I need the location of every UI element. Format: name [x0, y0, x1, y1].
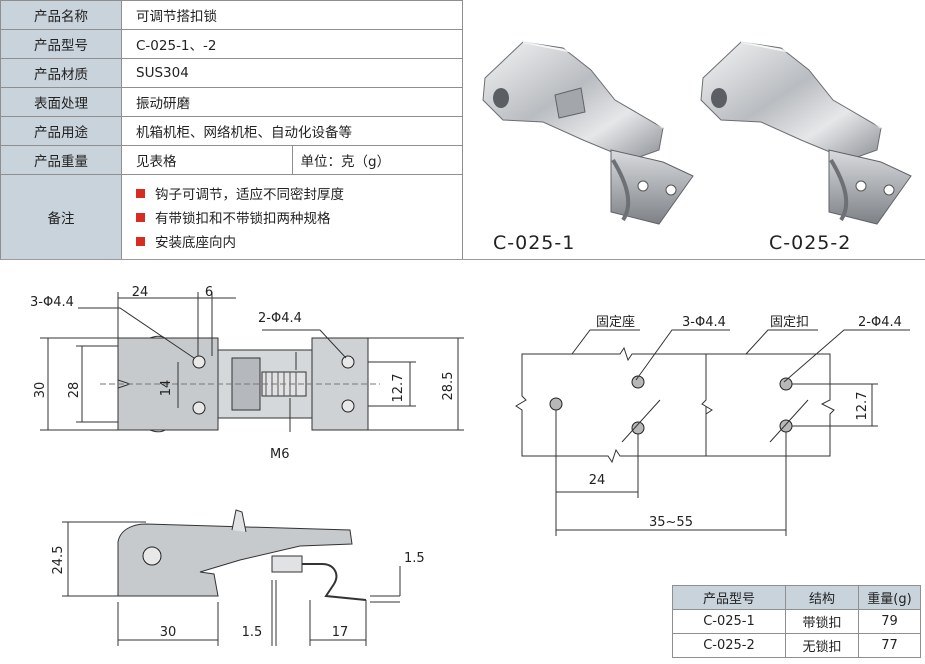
dim-1-5-bottom-label: 1.5	[242, 625, 263, 640]
spec-row: 产品用途 机箱机柜、网络机柜、自动化设备等	[0, 116, 463, 146]
table-cell: C-025-2	[672, 633, 786, 658]
red-square-bullet-icon	[136, 236, 145, 246]
table-cell: C-025-1	[672, 609, 786, 634]
spec-table: 产品名称 可调节搭扣锁 产品型号 C-025-1、-2 产品材质 SUS304 …	[0, 0, 463, 260]
dim-17-label: 17	[332, 625, 349, 640]
hole-callout-left: 3-Φ4.4	[30, 295, 74, 310]
dim-30-side-label: 30	[160, 625, 177, 640]
table-cell: 79	[858, 609, 921, 634]
layout-dim-12-7-label: 12.7	[855, 392, 870, 421]
dim-6-label: 6	[205, 285, 213, 300]
spec-value: 机箱机柜、网络机柜、自动化设备等	[121, 116, 463, 146]
base-label: 固定座	[596, 315, 635, 330]
dim-28-label: 28	[67, 382, 82, 399]
spec-value: 见表格	[121, 145, 293, 175]
spec-key: 产品重量	[0, 145, 122, 175]
note-item: 有带锁扣和不带锁扣两种规格	[136, 205, 462, 229]
header-cell: 重量(g)	[858, 585, 921, 610]
spec-row: 产品名称 可调节搭扣锁	[0, 0, 463, 30]
weight-table: 产品型号 结构 重量(g) C-025-1 带锁扣 79 C-025-2 无锁扣…	[672, 585, 921, 658]
spec-key: 产品材质	[0, 58, 122, 88]
hole-callout-right: 2-Φ4.4	[258, 311, 302, 326]
spec-key: 产品型号	[0, 29, 122, 59]
latch-c025-2-photo	[700, 41, 912, 225]
thread-m6-label: M6	[270, 447, 290, 462]
red-square-bullet-icon	[136, 188, 145, 198]
catch-holes-label: 2-Φ4.4	[858, 315, 902, 330]
technical-drawings: 24 6 3-Φ4.4 2-Φ4.4 30 28 14 12.7 28.5 M6…	[30, 285, 910, 646]
dim-24-label: 24	[132, 285, 149, 300]
note-item: 钩子可调节，适应不同密封厚度	[136, 181, 462, 205]
red-square-bullet-icon	[136, 212, 145, 222]
note-text: 安装底座向内	[155, 235, 236, 251]
spec-key: 表面处理	[0, 87, 122, 117]
dim-1-5-right-label: 1.5	[404, 551, 425, 566]
layout-dim-35-55-label: 35~55	[649, 515, 693, 530]
photo-label-c025-1: C-025-1	[493, 232, 576, 254]
dim-28-5-label: 28.5	[441, 372, 456, 401]
dim-30-label: 30	[33, 382, 48, 399]
catch-label: 固定扣	[770, 315, 809, 330]
dim-12-7-label: 12.7	[391, 374, 406, 403]
spec-key: 备注	[0, 174, 122, 260]
spec-row: 产品重量 见表格 单位：克（g）	[0, 145, 463, 175]
dim-14-label: 14	[159, 380, 174, 397]
spec-key: 产品用途	[0, 116, 122, 146]
table-cell: 带锁扣	[785, 609, 859, 634]
notes-cell: 钩子可调节，适应不同密封厚度 有带锁扣和不带锁扣两种规格 安装底座向内	[121, 174, 463, 260]
header-cell: 产品型号	[672, 585, 786, 610]
mounting-layout-drawing: 固定座 3-Φ4.4 固定扣 2-Φ4.4 24 35~55 12.7	[515, 315, 910, 536]
spec-key: 产品名称	[0, 0, 122, 30]
note-text: 钩子可调节，适应不同密封厚度	[155, 187, 344, 203]
table-row: C-025-1 带锁扣 79	[672, 609, 921, 634]
dim-24-5-label: 24.5	[51, 546, 66, 575]
latch-photo-illustrations	[482, 41, 912, 225]
spec-row: 产品材质 SUS304	[0, 58, 463, 88]
spec-value: SUS304	[121, 58, 463, 88]
table-cell: 无锁扣	[785, 633, 859, 658]
spec-row: 表面处理 振动研磨	[0, 87, 463, 117]
spec-value: 振动研磨	[121, 87, 463, 117]
top-view-drawing: 24 6 3-Φ4.4 2-Φ4.4 30 28 14 12.7 28.5 M6	[30, 285, 464, 462]
weight-table-header: 产品型号 结构 重量(g)	[672, 585, 921, 610]
spec-value: C-025-1、-2	[121, 29, 463, 59]
note-text: 有带锁扣和不带锁扣两种规格	[155, 211, 331, 227]
base-holes-label: 3-Φ4.4	[682, 315, 726, 330]
layout-dim-24-label: 24	[589, 473, 606, 488]
spec-row-notes: 备注 钩子可调节，适应不同密封厚度 有带锁扣和不带锁扣两种规格 安装底座向内	[0, 174, 463, 260]
table-row: C-025-2 无锁扣 77	[672, 633, 921, 658]
side-view-drawing: 24.5 30 1.5 17 1.5	[51, 509, 425, 646]
latch-c025-1-photo	[482, 41, 694, 225]
product-photos: C-025-1 C-025-2	[463, 0, 925, 258]
section-divider	[0, 259, 925, 260]
note-item: 安装底座向内	[136, 229, 462, 253]
spec-value: 可调节搭扣锁	[121, 0, 463, 30]
photo-label-c025-2: C-025-2	[769, 232, 852, 254]
table-cell: 77	[858, 633, 921, 658]
spec-row: 产品型号 C-025-1、-2	[0, 29, 463, 59]
header-cell: 结构	[785, 585, 859, 610]
spec-unit: 单位：克（g）	[291, 145, 463, 175]
